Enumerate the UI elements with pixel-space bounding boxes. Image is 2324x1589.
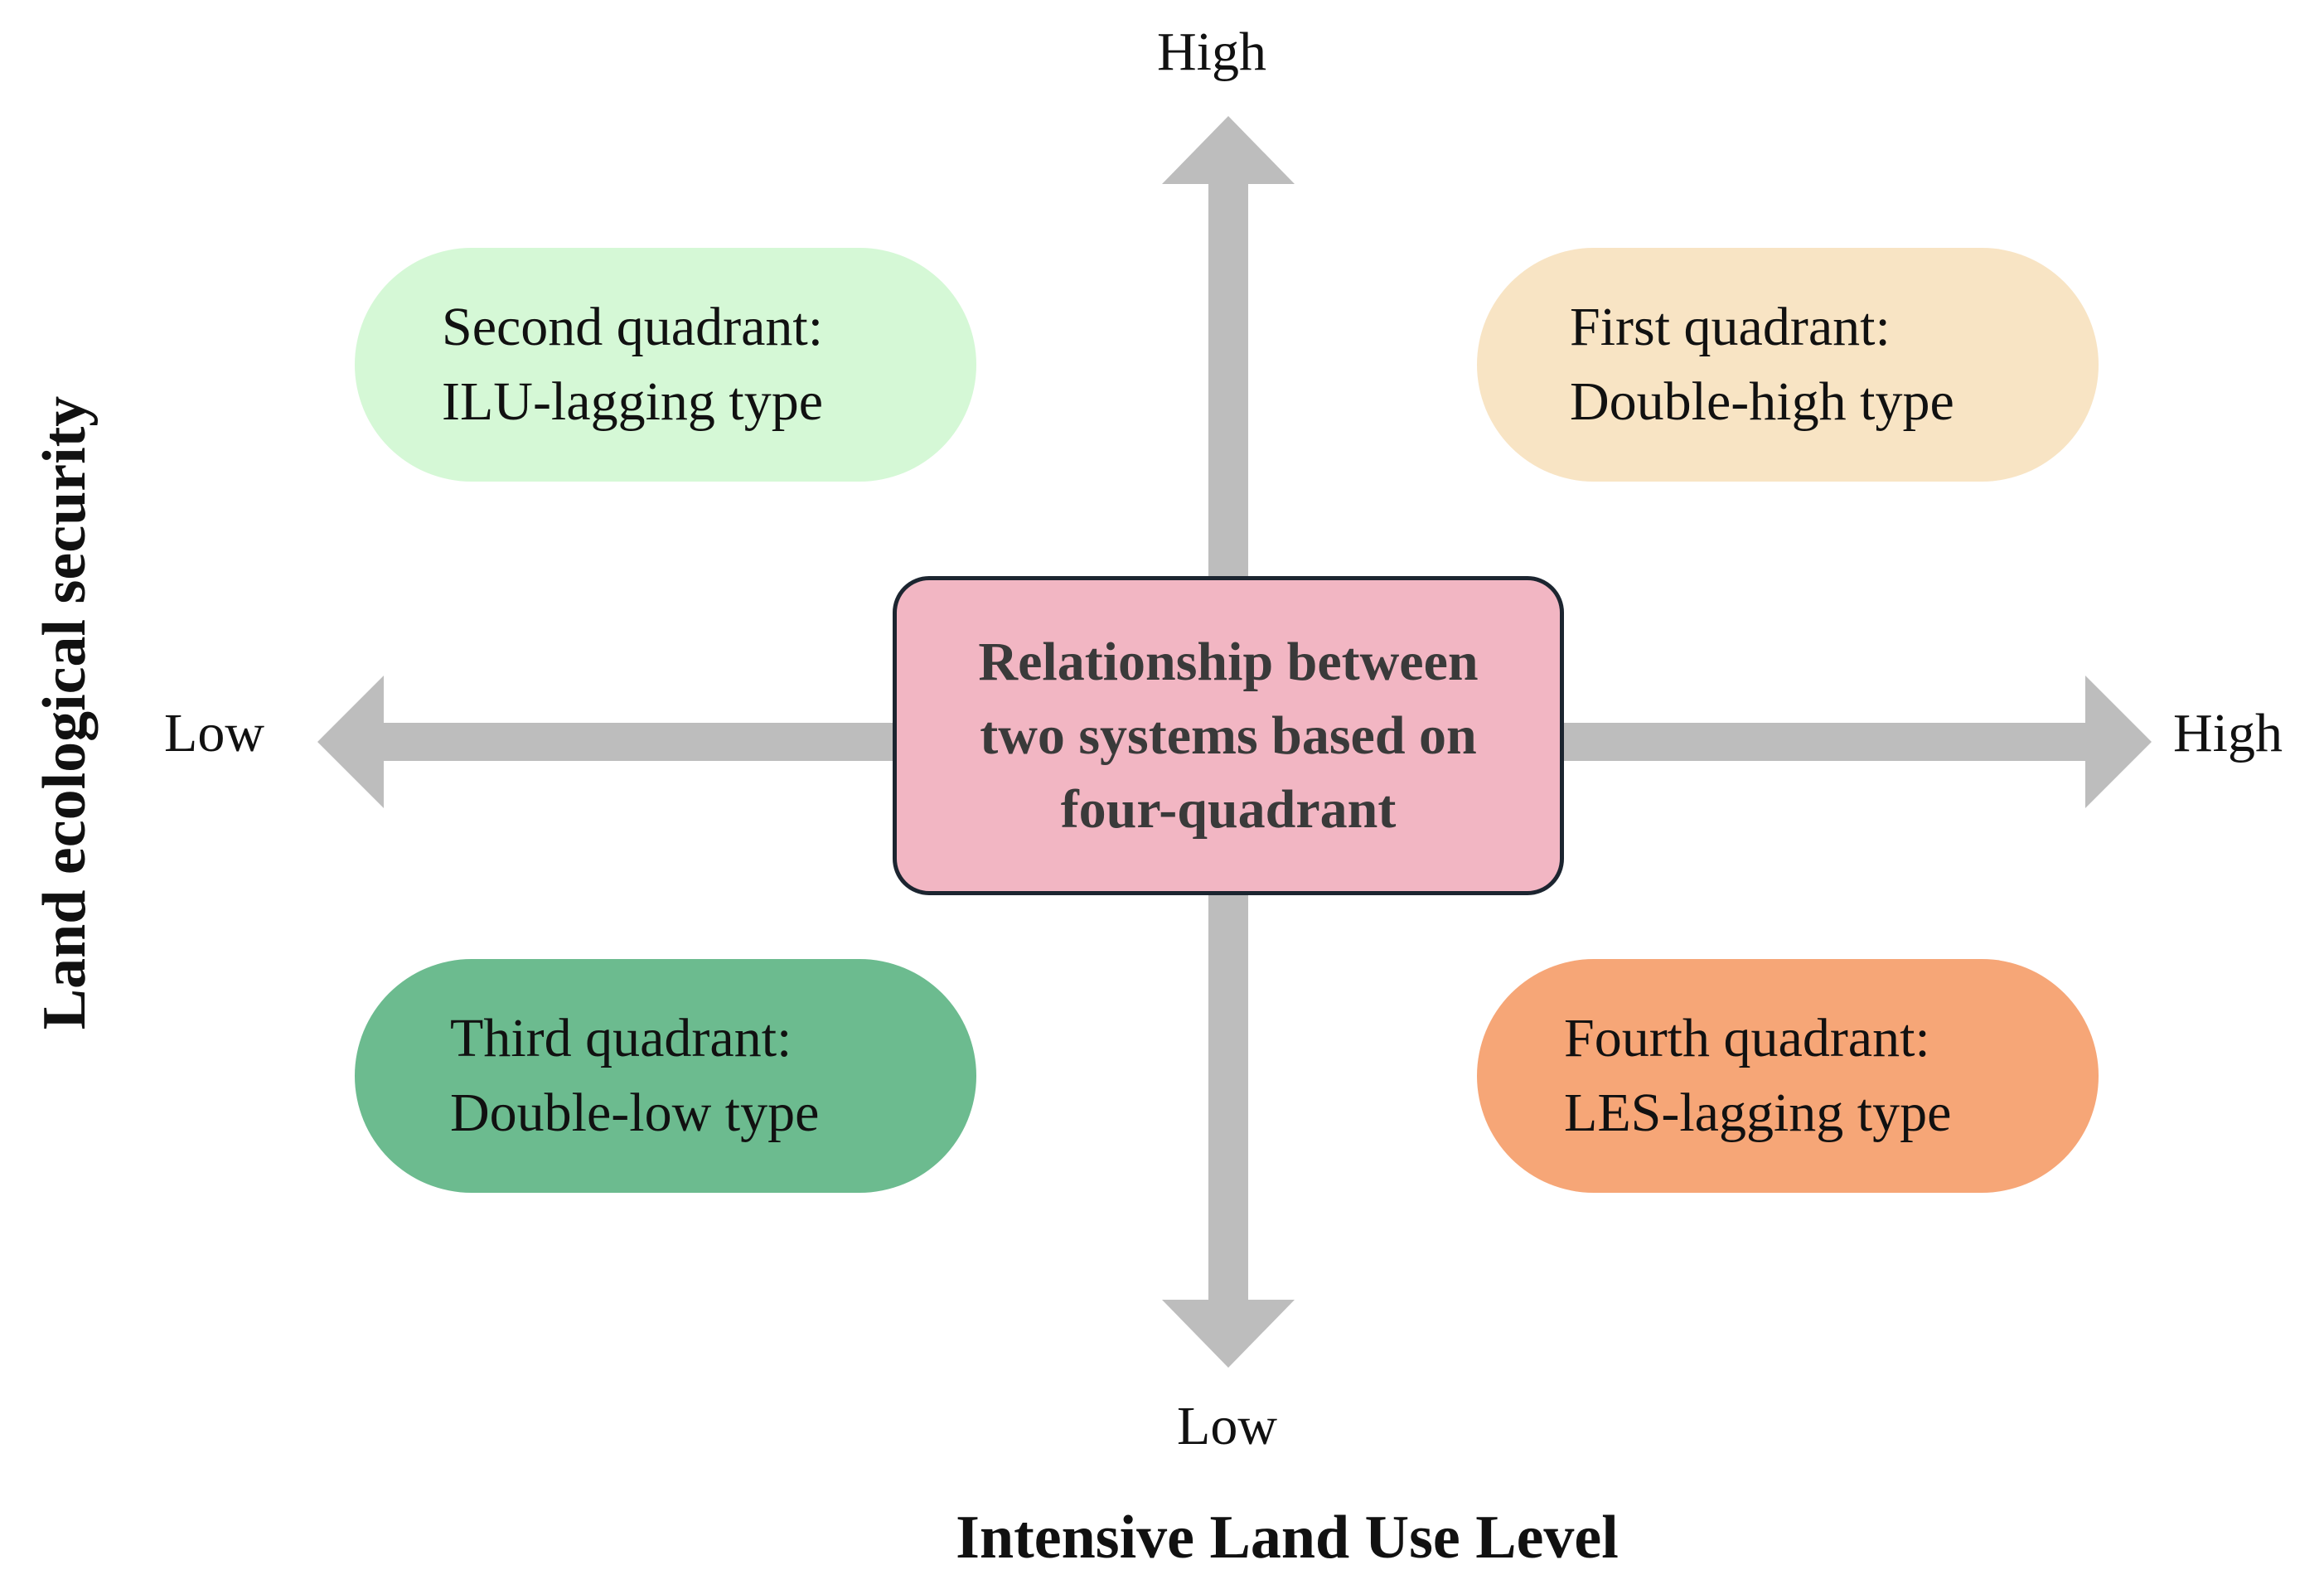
arrow-right xyxy=(1562,676,2152,808)
third-quadrant-box: Third quadrant: Double-low type xyxy=(355,959,976,1193)
y-axis-high-label: High xyxy=(1157,22,1266,82)
center-line-2: two systems based on xyxy=(980,705,1477,766)
third-quadrant-title: Third quadrant: xyxy=(450,1008,792,1068)
x-axis-title: Intensive Land Use Level xyxy=(956,1504,1619,1572)
first-quadrant-type: Double-high type xyxy=(1570,371,1954,432)
second-quadrant-box: Second quadrant: ILU-lagging type xyxy=(355,248,976,482)
second-quadrant-title: Second quadrant: xyxy=(442,297,824,357)
fourth-quadrant-box: Fourth quadrant: LES-lagging type xyxy=(1477,959,2099,1193)
x-axis-low-label: Low xyxy=(164,703,264,763)
fourth-quadrant-title: Fourth quadrant: xyxy=(1564,1008,1930,1068)
center-relationship-box: Relationship between two systems based o… xyxy=(893,576,1564,895)
x-axis-high-label: High xyxy=(2173,703,2283,763)
first-quadrant-title: First quadrant: xyxy=(1570,297,1891,357)
arrow-down xyxy=(1162,891,1295,1368)
first-quadrant-box: First quadrant: Double-high type xyxy=(1477,248,2099,482)
third-quadrant-type: Double-low type xyxy=(450,1083,820,1143)
fourth-quadrant-type: LES-lagging type xyxy=(1564,1083,1952,1143)
center-line-3: four-quadrant xyxy=(1060,779,1397,840)
arrow-left xyxy=(317,676,895,808)
second-quadrant-type: ILU-lagging type xyxy=(442,371,824,432)
y-axis-title: Land ecological security xyxy=(31,395,99,1030)
center-line-1: Relationship between xyxy=(978,632,1479,692)
y-axis-low-label: Low xyxy=(1177,1396,1277,1456)
arrow-up xyxy=(1162,116,1295,580)
